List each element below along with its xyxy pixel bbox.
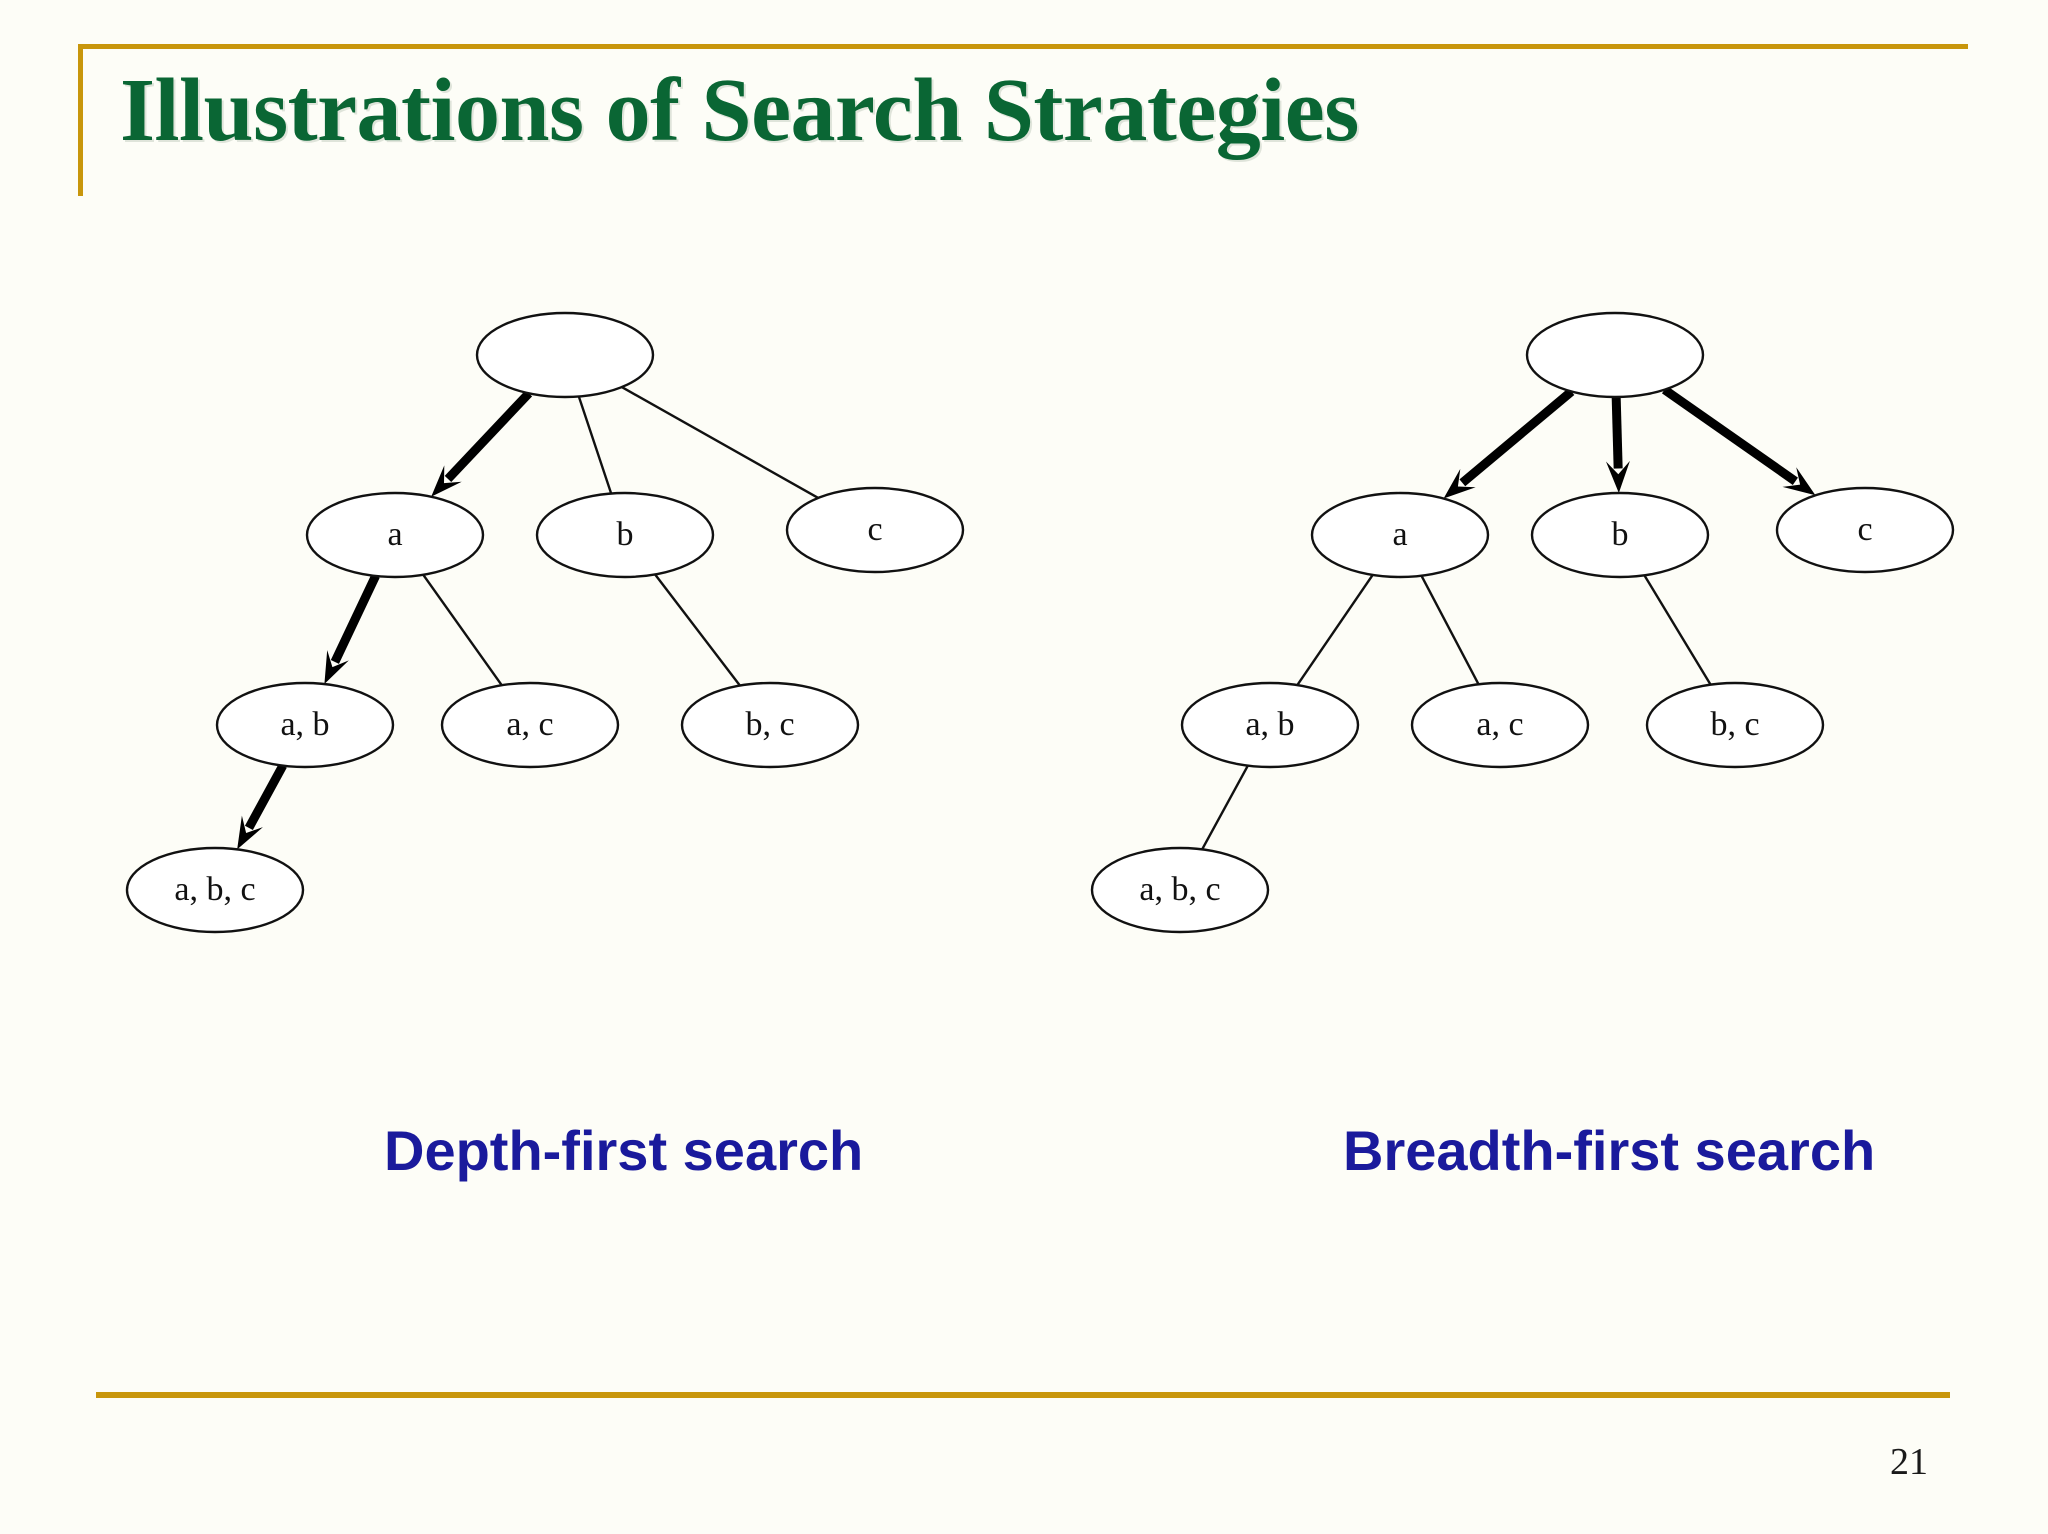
tree-edge-a-to-ac <box>1420 575 1480 685</box>
breadth-first-search-tree: a b c a, b a, c b, c a, b, c <box>1090 311 1955 934</box>
node-label: a <box>387 516 402 553</box>
tree-node-root[interactable] <box>475 311 655 399</box>
node-ellipse <box>305 491 485 579</box>
node-ellipse <box>440 681 620 769</box>
tree-node-a-c[interactable]: a, c <box>440 681 620 769</box>
page-title: Illustrations of Search Strategies <box>120 61 1359 160</box>
tree-edge-root-to-b <box>1605 396 1630 494</box>
tree-edge-a-to-ac <box>422 574 503 686</box>
tree-node-a[interactable]: a <box>305 491 485 579</box>
tree-node-b[interactable]: b <box>535 491 715 579</box>
tree-edge-root-to-a <box>1443 388 1575 499</box>
tree-edge-b-to-bc <box>654 573 741 687</box>
node-label: b, c <box>745 706 794 743</box>
node-ellipse <box>1090 846 1270 934</box>
tree-node-root[interactable] <box>1525 311 1705 399</box>
title-top-rule <box>78 44 1968 49</box>
node-label: c <box>867 511 882 548</box>
node-ellipse <box>1410 681 1590 769</box>
tree-edge-root-to-c <box>621 386 819 499</box>
node-label: a, b <box>280 706 329 743</box>
tree-node-a-b-c[interactable]: a, b, c <box>1090 846 1270 934</box>
tree-edge-ab-to-abc <box>237 763 287 850</box>
tree-edge-a-to-ab <box>1296 574 1374 686</box>
node-ellipse <box>1180 681 1360 769</box>
tree-node-b[interactable]: b <box>1530 491 1710 579</box>
tree-edge-ab-to-abc <box>1201 765 1249 850</box>
caption-breadth-first-search: Breadth-first search <box>1343 1119 1876 1182</box>
tree-node-c[interactable]: c <box>1775 486 1955 574</box>
caption-depth-first-search: Depth-first search <box>384 1119 864 1182</box>
tree-node-a-b[interactable]: a, b <box>215 681 395 769</box>
node-label: b <box>617 516 634 553</box>
tree-edge-b-to-bc <box>1643 574 1712 686</box>
tree-node-a[interactable]: a <box>1310 491 1490 579</box>
tree-node-a-c[interactable]: a, c <box>1410 681 1590 769</box>
node-ellipse <box>475 311 655 399</box>
node-ellipse <box>785 486 965 574</box>
node-ellipse <box>680 681 860 769</box>
depth-first-search-tree: a b c a, b a, c b, c a, b, c <box>125 311 965 934</box>
tree-edge-root-to-c <box>1661 386 1816 496</box>
node-ellipse <box>1775 486 1955 574</box>
node-ellipse <box>1645 681 1825 769</box>
node-label: c <box>1857 511 1872 548</box>
tree-edge-root-to-a <box>431 390 533 497</box>
node-label: a <box>1392 516 1407 553</box>
node-label: b <box>1612 516 1629 553</box>
tree-node-c[interactable]: c <box>785 486 965 574</box>
node-ellipse <box>535 491 715 579</box>
node-label: a, c <box>1476 706 1523 743</box>
tree-edge-root-to-b <box>577 396 613 494</box>
tree-node-b-c[interactable]: b, c <box>680 681 860 769</box>
node-ellipse <box>1310 491 1490 579</box>
tree-node-b-c[interactable]: b, c <box>1645 681 1825 769</box>
node-ellipse <box>215 681 395 769</box>
tree-node-a-b-c[interactable]: a, b, c <box>125 846 305 934</box>
tree-edge-a-to-ab <box>324 574 380 685</box>
title-left-rule <box>78 44 83 196</box>
bottom-rule <box>96 1392 1950 1398</box>
node-ellipse <box>1530 491 1710 579</box>
node-label: a, c <box>506 706 553 743</box>
node-ellipse <box>1525 311 1705 399</box>
node-label: b, c <box>1710 706 1759 743</box>
node-ellipse <box>125 846 305 934</box>
node-label: a, b, c <box>174 871 255 908</box>
node-label: a, b, c <box>1139 871 1220 908</box>
page-number: 21 <box>1890 1441 1928 1483</box>
tree-node-a-b[interactable]: a, b <box>1180 681 1360 769</box>
diagram-area: a b c a, b a, c b, c a, b, c a b c a, b a, c b, c a,… <box>0 300 2048 1060</box>
node-label: a, b <box>1245 706 1294 743</box>
